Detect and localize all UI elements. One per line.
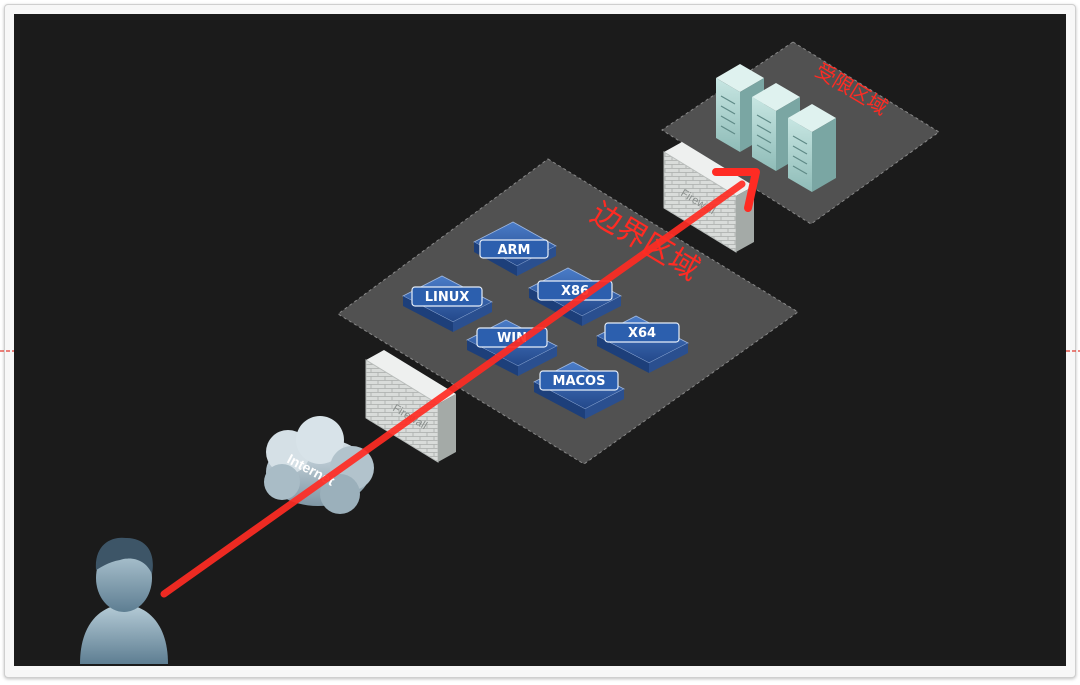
device-linux: LINUX (402, 275, 493, 332)
device-x64: X64 (596, 315, 689, 373)
server-rack-icon (716, 64, 836, 192)
attack-path-arrow (160, 168, 760, 598)
user-avatar-icon (80, 537, 168, 664)
device-arm: ARM (473, 221, 557, 276)
internet-cloud-icon: Internet (264, 416, 374, 514)
firewall-icon: Firewall (365, 350, 456, 463)
device-label: MACOS (553, 374, 606, 389)
device-label: X64 (628, 326, 656, 341)
device-label: ARM (497, 243, 530, 258)
server-3 (788, 104, 836, 192)
device-label: LINUX (425, 290, 470, 305)
device-macos: MACOS (533, 361, 625, 419)
